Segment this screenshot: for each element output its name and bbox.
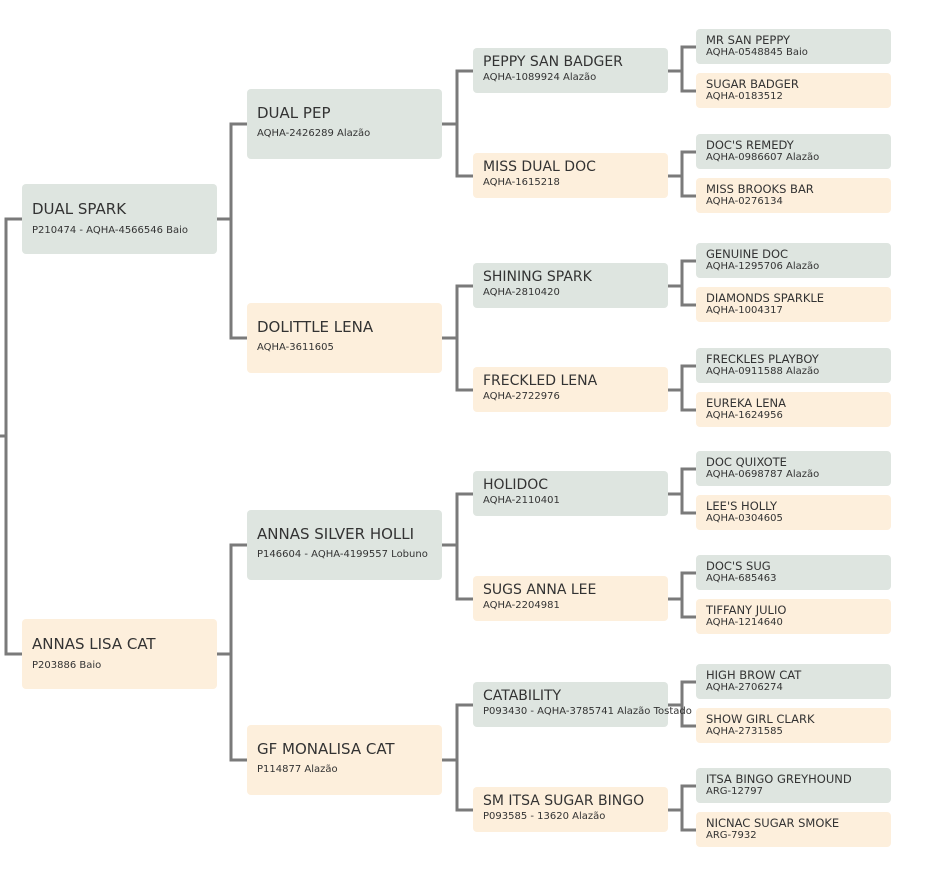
horse-registration: AQHA-0183512 (706, 91, 783, 102)
horse-card-dam-dam-sire[interactable]: CATABILITY P093430 - AQHA-3785741 Alazão… (473, 682, 692, 727)
horse-card-g4-15[interactable]: ITSA BINGO GREYHOUND ARG-12797 (696, 768, 891, 803)
horse-name: ITSA BINGO GREYHOUND (706, 772, 852, 786)
horse-card-dam-dam[interactable]: GF MONALISA CAT P114877 Alazão (247, 725, 442, 795)
horse-card-g4-6[interactable]: DIAMONDS SPARKLE AQHA-1004317 (696, 287, 891, 322)
horse-name: ANNAS LISA CAT (32, 635, 156, 653)
horse-registration: AQHA-2706274 (706, 682, 783, 693)
horse-registration: AQHA-0911588 Alazão (706, 366, 820, 377)
horse-card-sire-sire-dam[interactable]: MISS DUAL DOC AQHA-1615218 (473, 153, 668, 198)
horse-card-g4-13[interactable]: HIGH BROW CAT AQHA-2706274 (696, 664, 891, 699)
horse-registration: P093585 - 13620 Alazão (483, 811, 606, 822)
horse-registration: AQHA-2426289 Alazão (257, 128, 371, 139)
horse-name: SHOW GIRL CLARK (706, 712, 815, 726)
horse-registration: AQHA-2810420 (483, 287, 560, 298)
horse-registration: P093430 - AQHA-3785741 Alazão Tostado (483, 706, 692, 717)
horse-name: CATABILITY (483, 688, 562, 704)
horse-name: DOLITTLE LENA (257, 318, 374, 336)
horse-registration: P114877 Alazão (257, 764, 338, 775)
horse-card-g4-4[interactable]: MISS BROOKS BAR AQHA-0276134 (696, 178, 891, 213)
horse-registration: AQHA-1615218 (483, 177, 560, 188)
horse-name: MISS DUAL DOC (483, 159, 596, 175)
horse-card-sire-sire[interactable]: DUAL PEP AQHA-2426289 Alazão (247, 89, 442, 159)
horse-name: GF MONALISA CAT (257, 740, 395, 758)
horse-name: SUGAR BADGER (706, 77, 799, 91)
horse-registration: AQHA-0986607 Alazão (706, 152, 820, 163)
horse-registration: AQHA-1214640 (706, 617, 783, 628)
horse-name: TIFFANY JULIO (706, 603, 787, 617)
horse-registration: AQHA-685463 (706, 573, 777, 584)
horse-name: PEPPY SAN BADGER (483, 54, 623, 70)
horse-name: HIGH BROW CAT (706, 668, 802, 682)
horse-name: HOLIDOC (483, 477, 549, 493)
horse-card-g4-1[interactable]: MR SAN PEPPY AQHA-0548845 Baio (696, 29, 891, 64)
horse-registration: AQHA-0276134 (706, 196, 783, 207)
horse-registration: ARG-12797 (706, 786, 763, 797)
horse-name: FRECKLED LENA (483, 373, 598, 389)
horse-registration: AQHA-2204981 (483, 600, 560, 611)
horse-name: DOC'S SUG (706, 559, 771, 573)
horse-registration: P146604 - AQHA-4199557 Lobuno (257, 549, 428, 560)
horse-registration: AQHA-2110401 (483, 495, 560, 506)
horse-card-sire-dam-sire[interactable]: SHINING SPARK AQHA-2810420 (473, 263, 668, 308)
horse-card-g4-9[interactable]: DOC QUIXOTE AQHA-0698787 Alazão (696, 451, 891, 486)
horse-registration: AQHA-1089924 Alazão (483, 72, 597, 83)
horse-card-g4-3[interactable]: DOC'S REMEDY AQHA-0986607 Alazão (696, 134, 891, 169)
horse-name: DUAL PEP (257, 104, 331, 122)
horse-card-g4-5[interactable]: GENUINE DOC AQHA-1295706 Alazão (696, 243, 891, 278)
horse-card-dam-sire-dam[interactable]: SUGS ANNA LEE AQHA-2204981 (473, 576, 668, 621)
horse-card-g4-8[interactable]: EUREKA LENA AQHA-1624956 (696, 392, 891, 427)
horse-name: MISS BROOKS BAR (706, 182, 814, 196)
horse-registration: P203886 Baio (32, 660, 102, 671)
horse-card-dam-sire-sire[interactable]: HOLIDOC AQHA-2110401 (473, 471, 668, 516)
horse-registration: AQHA-0304605 (706, 513, 783, 524)
horse-registration: P210474 - AQHA-4566546 Baio (32, 225, 189, 236)
horse-card-sire-sire-sire[interactable]: PEPPY SAN BADGER AQHA-1089924 Alazão (473, 48, 668, 93)
horse-registration: AQHA-2722976 (483, 391, 560, 402)
horse-name: DOC'S REMEDY (706, 138, 794, 152)
horse-registration: AQHA-1295706 Alazão (706, 261, 820, 272)
horse-card-g4-16[interactable]: NICNAC SUGAR SMOKE ARG-7932 (696, 812, 891, 847)
horse-card-g4-7[interactable]: FRECKLES PLAYBOY AQHA-0911588 Alazão (696, 348, 891, 383)
horse-card-sire[interactable]: DUAL SPARK P210474 - AQHA-4566546 Baio (22, 184, 217, 254)
horse-name: NICNAC SUGAR SMOKE (706, 816, 840, 830)
horse-name: DIAMONDS SPARKLE (706, 291, 825, 305)
horse-name: SUGS ANNA LEE (483, 582, 597, 598)
horse-registration: AQHA-2731585 (706, 726, 783, 737)
horse-card-g4-12[interactable]: TIFFANY JULIO AQHA-1214640 (696, 599, 891, 634)
horse-card-g4-10[interactable]: LEE'S HOLLY AQHA-0304605 (696, 495, 891, 530)
horse-name: LEE'S HOLLY (706, 499, 778, 513)
horse-card-g4-11[interactable]: DOC'S SUG AQHA-685463 (696, 555, 891, 590)
horse-name: GENUINE DOC (706, 247, 789, 261)
horse-name: SM ITSA SUGAR BINGO (483, 793, 645, 809)
horse-registration: ARG-7932 (706, 830, 757, 841)
horse-registration: AQHA-0698787 Alazão (706, 469, 820, 480)
horse-registration: AQHA-0548845 Baio (706, 47, 808, 58)
horse-name: FRECKLES PLAYBOY (706, 352, 819, 366)
horse-name: SHINING SPARK (483, 269, 592, 285)
horse-name: EUREKA LENA (706, 396, 786, 410)
horse-name: DOC QUIXOTE (706, 455, 787, 469)
horse-card-g4-2[interactable]: SUGAR BADGER AQHA-0183512 (696, 73, 891, 108)
horse-card-dam-dam-dam[interactable]: SM ITSA SUGAR BINGO P093585 - 13620 Alaz… (473, 787, 668, 832)
horse-card-sire-dam[interactable]: DOLITTLE LENA AQHA-3611605 (247, 303, 442, 373)
horse-name: ANNAS SILVER HOLLI (257, 525, 415, 543)
horse-registration: AQHA-1624956 (706, 410, 783, 421)
horse-card-sire-dam-dam[interactable]: FRECKLED LENA AQHA-2722976 (473, 367, 668, 412)
horse-name: DUAL SPARK (32, 200, 127, 218)
horse-card-dam[interactable]: ANNAS LISA CAT P203886 Baio (22, 619, 217, 689)
horse-card-g4-14[interactable]: SHOW GIRL CLARK AQHA-2731585 (696, 708, 891, 743)
horse-registration: AQHA-3611605 (257, 342, 334, 353)
horse-name: MR SAN PEPPY (706, 33, 791, 47)
horse-card-dam-sire[interactable]: ANNAS SILVER HOLLI P146604 - AQHA-419955… (247, 510, 442, 580)
horse-registration: AQHA-1004317 (706, 305, 783, 316)
